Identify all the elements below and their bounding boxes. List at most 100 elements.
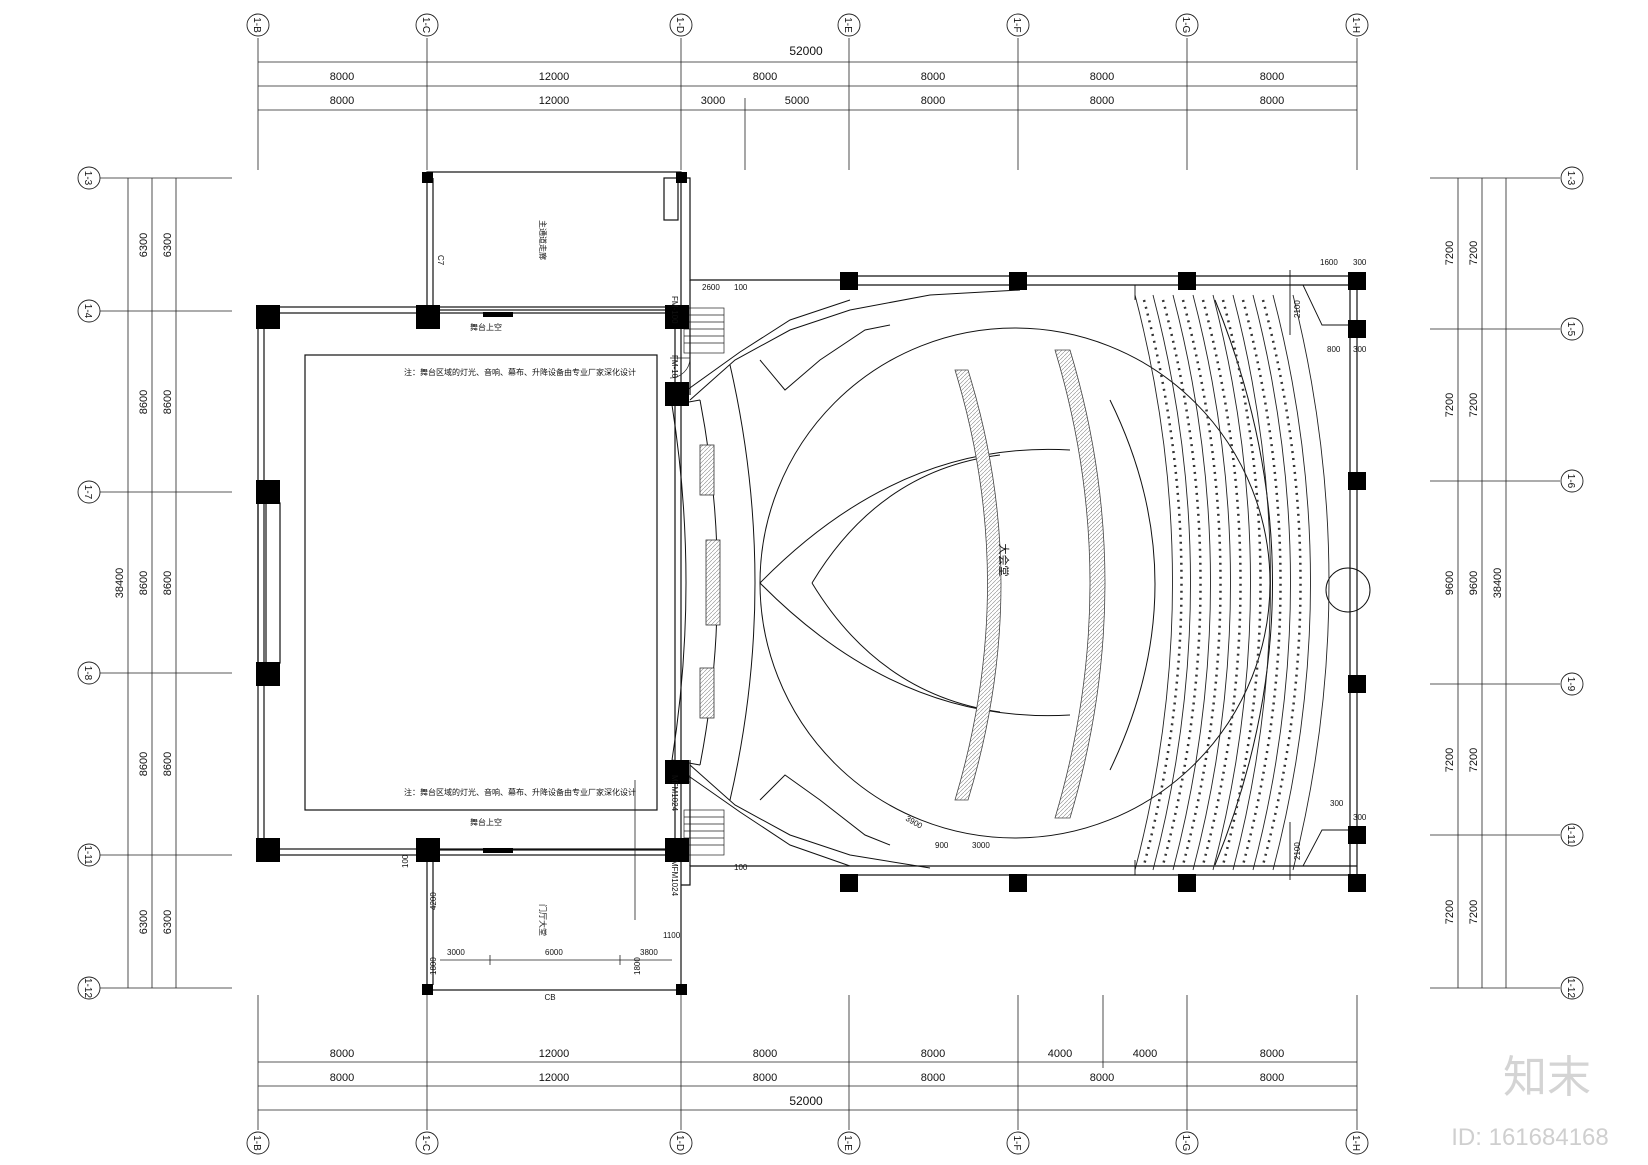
small-dim: 3900 (904, 814, 924, 831)
dim-text: 7200 (1468, 241, 1480, 265)
dim-text: 8000 (1260, 1048, 1284, 1060)
room-label-main-hall: 大会堂 (997, 544, 1011, 577)
grid-axis-labels-bottom: 1-B 1-C 1-D 1-E 1-F 1-G 1-H (251, 1135, 1361, 1152)
small-dims: 2600 100 100 1600 300 2100 800 300 1100 … (401, 258, 1367, 975)
small-dim: 1100 (663, 931, 681, 940)
small-dim: 300 (1353, 258, 1367, 267)
dim-text: 8000 (330, 71, 354, 83)
small-dim: 100 (734, 283, 748, 292)
dim-text: 8000 (1260, 71, 1284, 83)
axis-label: 1-C (420, 17, 431, 33)
dim-top-row1: 8000 12000 8000 8000 8000 8000 (330, 71, 1284, 83)
axis-label: 1-E (842, 1135, 853, 1151)
small-dim: 1800 (429, 957, 438, 975)
dim-left: 38400 6300 8600 8600 8600 6300 6300 8600… (114, 233, 174, 934)
small-dim: 100 (734, 863, 748, 872)
axis-label: 1-C (420, 1135, 431, 1151)
dim-text: 9600 (1468, 571, 1480, 595)
dim-text: 8600 (162, 571, 174, 595)
seating-rows (1134, 294, 1330, 871)
dim-text: 8600 (162, 752, 174, 776)
door-tags: FM-100 FM-10 MFM1024 MFM1024 C7 CB (436, 255, 679, 1002)
pit-pads (699, 444, 721, 719)
room-label-lower: 门厅大堂 (538, 904, 548, 936)
dim-text: 9600 (1444, 571, 1456, 595)
small-dim: 1600 (1320, 258, 1338, 267)
axis-label: 1-F (1011, 18, 1022, 33)
door-tag: MFM1024 (670, 775, 679, 812)
dim-text: 7200 (1468, 748, 1480, 772)
dimension-lines-bottom (258, 1061, 1357, 1111)
dim-text: 12000 (539, 95, 570, 107)
dim-text: 12000 (539, 71, 570, 83)
axis-label: 1-12 (1565, 978, 1576, 998)
dim-text: 7200 (1444, 241, 1456, 265)
dimension-lines-top (258, 61, 1357, 111)
columns (256, 172, 1366, 995)
dim-bottom-row1: 8000 12000 8000 8000 4000 4000 8000 (330, 1048, 1284, 1060)
dim-text: 8000 (1260, 95, 1284, 107)
axis-label: 1-3 (82, 171, 93, 186)
small-dim: 300 (1353, 813, 1367, 822)
grid-lines-right (1430, 177, 1560, 989)
small-dim: 2100 (1293, 842, 1302, 860)
dim-text: 6300 (162, 233, 174, 257)
dim-text: 7200 (1444, 900, 1456, 924)
small-dim: 900 (935, 841, 949, 850)
small-dim: 100 (401, 854, 410, 868)
axis-label: 1-5 (1565, 322, 1576, 337)
axis-label: 1-H (1350, 17, 1361, 33)
grid-axis-labels-top: 1-B 1-C 1-D 1-E 1-F 1-G 1-H (251, 17, 1361, 34)
dim-text: 8000 (1260, 1072, 1284, 1084)
axis-label: 1-G (1180, 17, 1191, 34)
small-dim: 3000 (447, 948, 465, 957)
lower-room-dims (440, 780, 672, 965)
door-tag: MFM1024 (670, 860, 679, 897)
dim-text: 8000 (330, 1048, 354, 1060)
dim-text: 8600 (138, 390, 150, 414)
dim-text: 5000 (785, 95, 809, 107)
room-label-upper: 主通道走廊 (538, 220, 548, 260)
dim-total-right: 38400 (1492, 568, 1504, 599)
dim-bottom-row2: 8000 12000 8000 8000 8000 8000 (330, 1072, 1284, 1084)
dim-text: 8000 (753, 1072, 777, 1084)
grid-axis-labels-right: 1-3 1-5 1-6 1-9 1-11 1-12 (1565, 171, 1576, 999)
small-dim: 1800 (633, 957, 642, 975)
watermark-id: ID: 161684168 (1451, 1124, 1608, 1151)
dim-text: 7200 (1444, 748, 1456, 772)
dim-text: 8000 (330, 1072, 354, 1084)
axis-label: 1-8 (82, 666, 93, 681)
dim-total-left: 38400 (114, 568, 126, 599)
axis-label: 1-9 (1565, 677, 1576, 692)
dim-text: 8000 (921, 1072, 945, 1084)
aisle-bands (954, 349, 1106, 819)
dim-text: 6300 (138, 910, 150, 934)
dim-text: 8000 (753, 71, 777, 83)
stage-note-bottom: 注：舞台区域的灯光、音响、幕布、升降设备由专业厂家深化设计 (404, 787, 636, 797)
dim-text: 8000 (1090, 1072, 1114, 1084)
door-tag: FM-10 (670, 355, 679, 379)
dim-text: 8000 (921, 1048, 945, 1060)
small-dim: 300 (1353, 345, 1367, 354)
dim-text: 12000 (539, 1072, 570, 1084)
axis-label: 1-11 (82, 845, 93, 865)
building-walls (257, 171, 1358, 991)
dim-right: 38400 7200 7200 9600 7200 7200 7200 7200… (1444, 241, 1504, 924)
dim-text: 4000 (1048, 1048, 1072, 1060)
axis-label: 1-G (1180, 1135, 1191, 1152)
grid-axis-bubbles-left (77, 166, 101, 1000)
dim-bottom-total: 52000 (789, 1094, 823, 1108)
dim-text: 7200 (1468, 393, 1480, 417)
small-dim: 3800 (640, 948, 658, 957)
door-tag: CB (544, 993, 555, 1002)
small-dim: 4200 (429, 892, 438, 910)
dim-top-row2: 8000 12000 3000 5000 8000 8000 8000 (330, 95, 1284, 107)
stairs (669, 307, 725, 856)
stage-tag-bottom: 舞台上空 (470, 817, 502, 827)
small-dim: 2100 (1293, 300, 1302, 318)
small-dim: 3000 (972, 841, 990, 850)
dim-text: 8000 (921, 71, 945, 83)
axis-label: 1-3 (1565, 171, 1576, 186)
small-dim: 300 (1330, 799, 1344, 808)
door-tag: C7 (436, 255, 445, 266)
